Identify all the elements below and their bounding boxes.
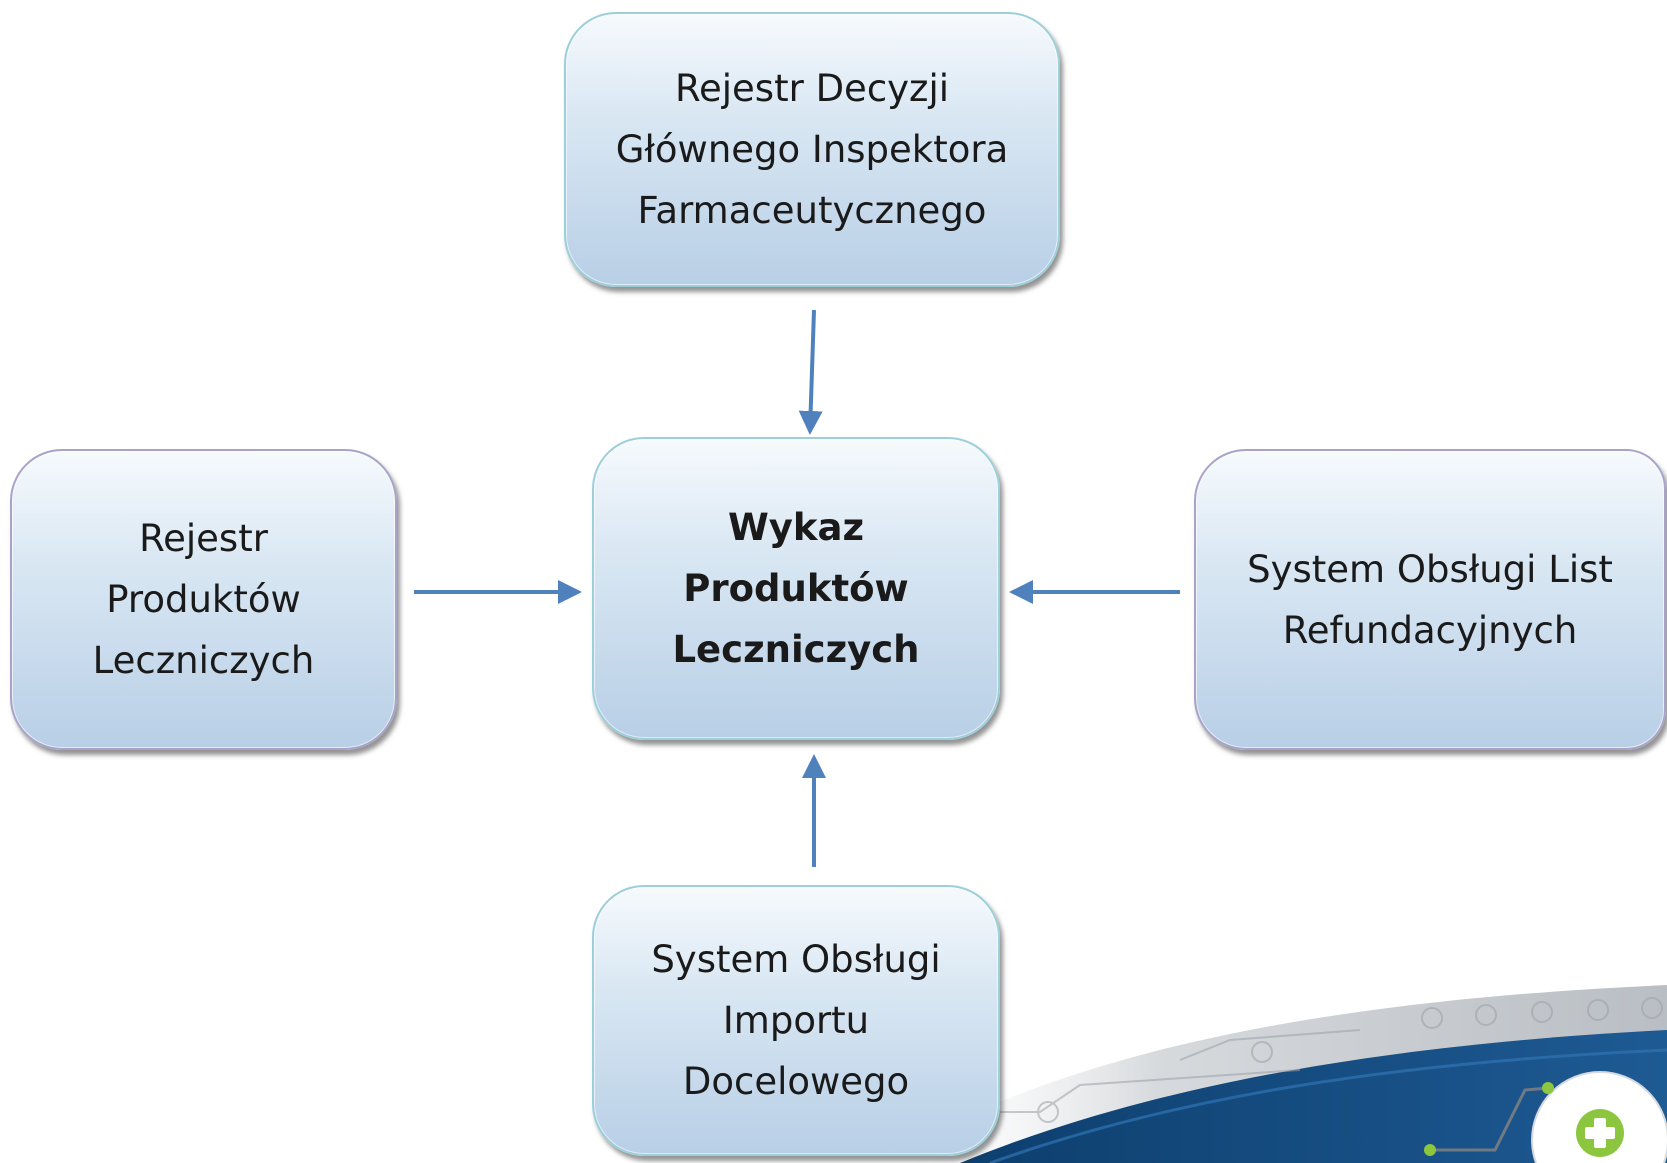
node-line: Rejestr: [139, 517, 268, 560]
node-wykaz-produktow-leczniczych: Wykaz Produktów Leczniczych: [592, 437, 1000, 740]
node-line: System Obsługi: [651, 938, 941, 981]
node-rejestr-decyzji-gif: Rejestr Decyzji Głównego Inspektora Farm…: [564, 12, 1060, 287]
node-line: Importu: [722, 999, 870, 1042]
node-line: Refundacyjnych: [1282, 608, 1578, 652]
node-line: Leczniczych: [672, 628, 920, 671]
node-line: Głównego Inspektora: [615, 128, 1009, 171]
green-cross-logo-icon: [1424, 1071, 1667, 1163]
node-line: Rejestr Decyzji: [674, 67, 950, 110]
node-line: Produktów: [106, 578, 301, 621]
node-line: Wykaz: [727, 506, 865, 549]
node-line: Farmaceutycznego: [637, 189, 987, 232]
node-line: Docelowego: [682, 1060, 910, 1103]
node-line: Leczniczych: [92, 639, 315, 682]
node-system-obslugi-list-refundacyjnych: System Obsługi List Refundacyjnych: [1194, 449, 1666, 750]
arrow-top-to-center: [798, 309, 823, 435]
node-line: System Obsługi List: [1247, 547, 1613, 591]
node-line: Produktów: [683, 567, 909, 610]
node-system-obslugi-importu-docelowego: System Obsługi Importu Docelowego: [592, 885, 1000, 1156]
node-rejestr-produktow-leczniczych: Rejestr Produktów Leczniczych: [10, 449, 397, 750]
